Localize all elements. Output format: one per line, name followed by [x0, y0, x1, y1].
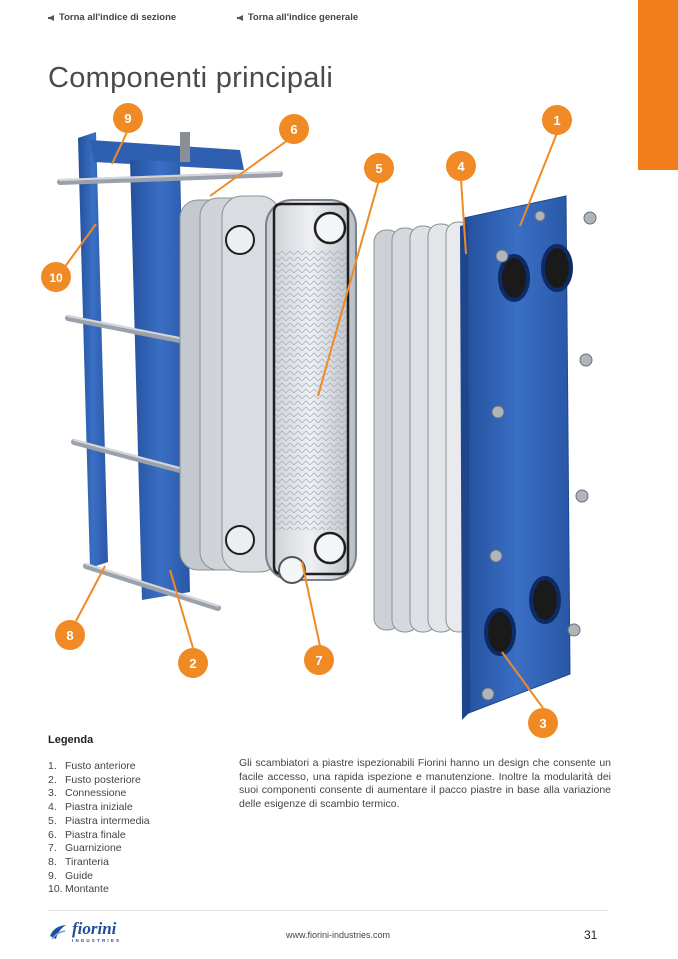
- callout-10: 10: [41, 262, 71, 292]
- page-number: 31: [584, 928, 598, 942]
- svg-text:2: 2: [189, 656, 196, 671]
- callout-1: 1: [542, 105, 572, 135]
- svg-text:7: 7: [315, 653, 322, 668]
- back-arrow-icon: [236, 14, 243, 21]
- page-title: Componenti principali: [48, 62, 334, 94]
- legend-item: 5.Piastra intermedia: [48, 814, 150, 827]
- callout-2: 2: [178, 648, 208, 678]
- svg-text:3: 3: [539, 716, 546, 731]
- section-index-link[interactable]: Torna all'indice di sezione: [48, 12, 176, 23]
- general-index-label: Torna all'indice generale: [247, 12, 359, 23]
- front-frame: [460, 195, 597, 720]
- callout-8: 8: [55, 620, 85, 650]
- left-plate-pack: [179, 195, 357, 584]
- callout-9: 9: [113, 103, 143, 133]
- brand-name: fiorini: [72, 919, 117, 938]
- legend-item: 10.Montante: [48, 883, 109, 896]
- brand-logo[interactable]: fiorini INDUSTRIES: [48, 919, 122, 943]
- right-plate-pack: [373, 221, 473, 633]
- section-index-label: Torna all'indice di sezione: [59, 12, 177, 23]
- connection-port: [484, 608, 516, 656]
- gasket: [272, 202, 350, 576]
- svg-text:10: 10: [49, 271, 63, 285]
- legend-item: 6.Piastra finale: [48, 828, 126, 841]
- callout-7: 7: [304, 645, 334, 675]
- legend-item: 7.Guarnizione: [48, 842, 122, 855]
- top-navigation: Torna all'indice di sezione Torna all'in…: [48, 12, 416, 24]
- legend-item: 4.Piastra iniziale: [48, 801, 133, 814]
- svg-text:1: 1: [553, 113, 560, 128]
- callout-4: 4: [446, 151, 476, 181]
- legend-item: 2.Fusto posteriore: [48, 773, 141, 786]
- legend-item: 3.Connessione: [48, 787, 127, 800]
- back-arrow-icon: [48, 14, 54, 21]
- svg-text:5: 5: [375, 161, 382, 176]
- top-beam: [90, 140, 244, 170]
- top-bracket: [180, 132, 190, 162]
- fiorini-logo-icon: [50, 925, 66, 940]
- svg-text:6: 6: [290, 122, 297, 137]
- description-paragraph: Gli scambiatori a piastre ispezionabili …: [239, 757, 611, 811]
- callout-5: 5: [364, 153, 394, 183]
- svg-text:9: 9: [124, 111, 131, 126]
- legend-list: 1.Fusto anteriore 2.Fusto posteriore 3.C…: [48, 760, 150, 897]
- svg-text:4: 4: [457, 159, 465, 174]
- legend-item: 1.Fusto anteriore: [48, 760, 136, 772]
- legend-item: 9.Guide: [48, 869, 94, 882]
- legend-item: 8.Tiranteria: [48, 855, 109, 868]
- website-link[interactable]: www.fiorini-industries.com: [286, 930, 391, 940]
- general-index-link[interactable]: Torna all'indice generale: [236, 12, 359, 23]
- brand-subtitle: INDUSTRIES: [72, 938, 122, 943]
- section-tab: SCAMBIATORIA PIASTRE: [540, 0, 678, 170]
- montante-bar: [78, 132, 108, 568]
- svg-text:8: 8: [66, 628, 73, 643]
- legend-title: Legenda: [48, 734, 94, 746]
- leader-lines: [63, 129, 558, 709]
- heat-exchanger-illustration: 1 2 3 4 5 6 7 8 9 10: [41, 103, 597, 738]
- footer-divider: [48, 910, 608, 911]
- callout-3: 3: [528, 708, 558, 738]
- back-frame: [130, 160, 190, 600]
- callout-6: 6: [279, 114, 309, 144]
